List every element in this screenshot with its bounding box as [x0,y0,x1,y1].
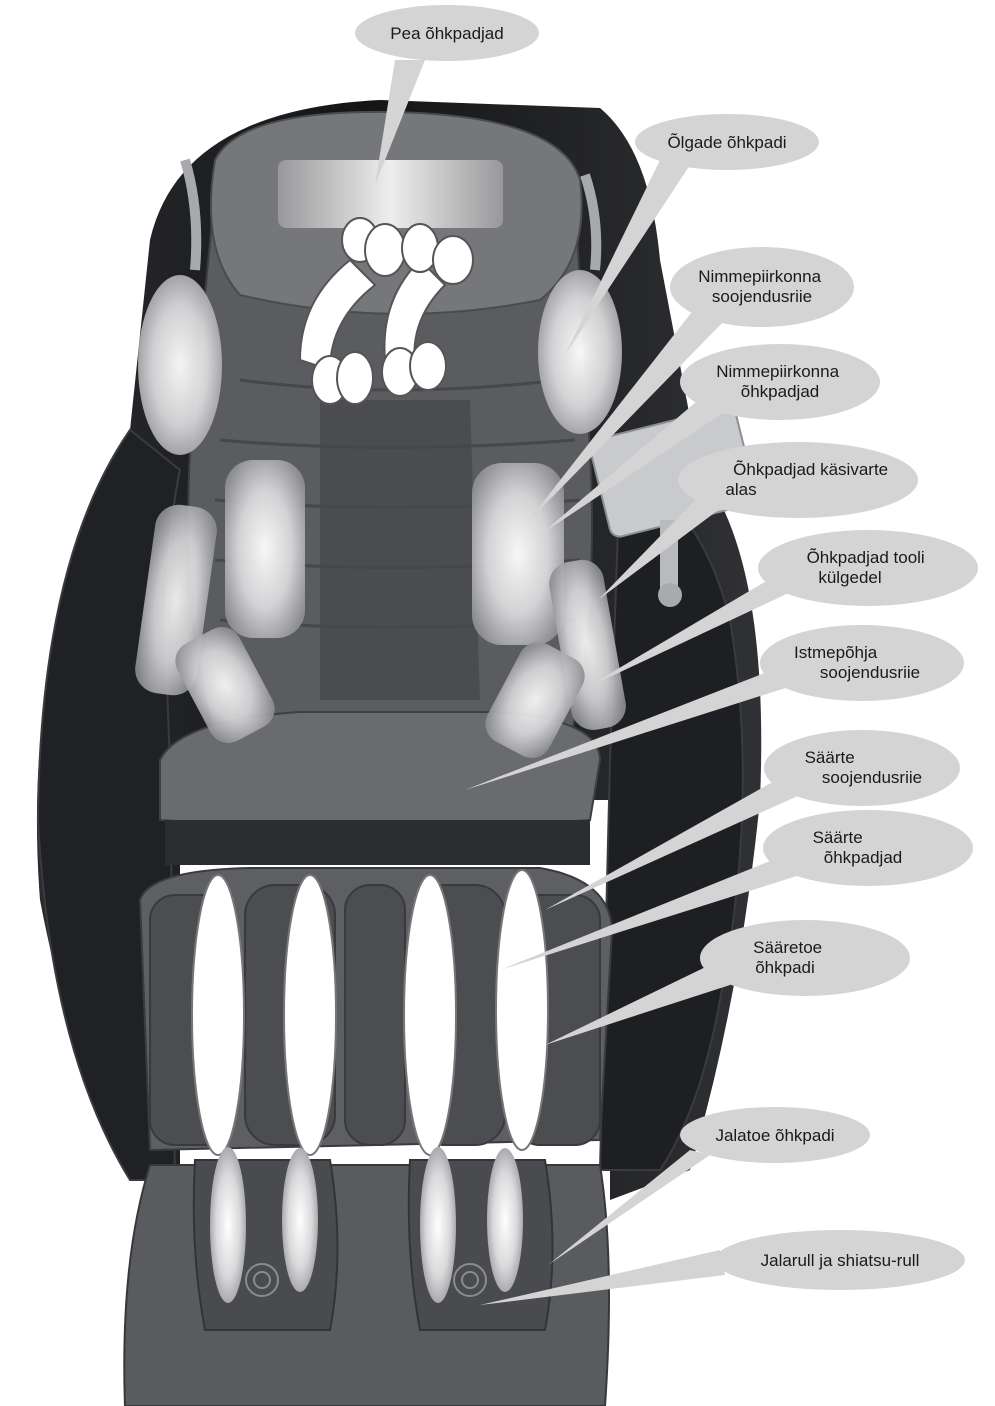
callout-arm-air-line-2: alas [725,480,756,499]
svg-text:Pea õhkpadjad: Pea õhkpadjad [390,24,503,43]
callout-lumbar-air-line-1: Nimmepiirkonna [716,362,839,381]
callout-lumbar-heat-line-2: soojendusriie [712,287,812,306]
callout-seat-heat-line-1: Istmepõhja [794,643,878,662]
callout-head-line-1: Pea õhkpadjad [390,24,503,43]
callout-arm-air [678,442,918,518]
callout-calf-air-line-1: Säärte [813,828,863,847]
callout-arm-air-line-1: Õhkpadjad käsivarte [733,460,888,479]
callout-shoulder-line-1: Õlgade õhkpadi [667,133,786,152]
svg-text:Nimmepiirkonna soojendus: Nimmepiirkonna soojendusriie [698,267,826,306]
foot-airbag-4 [487,1148,523,1292]
lumbar-airbag-right [472,463,564,645]
foot-airbag-1 [210,1147,246,1303]
callout-side-air-line-1: Õhkpadjad tooli [807,548,925,567]
shoulder-airbag-left [138,275,222,455]
callout-seat-heat-line-2: soojendusriie [820,663,920,682]
svg-text:Õlgade õhkpadi: Õlgade õhkpadi [667,133,786,152]
callout-calf-heat-line-1: Säärte [805,748,855,767]
callout-shin-air-line-1: Sääretoe [753,938,822,957]
callout-lumbar-heat-line-1: Nimmepiirkonna [698,267,821,286]
foot-airbag-2 [282,1148,318,1292]
calf-airbag-1 [192,875,244,1155]
callout-lumbar-air-line-2: õhkpadjad [741,382,819,401]
callout-foot-roller-line-1: Jalarull ja shiatsu-rull [761,1251,920,1270]
callout-side-air-line-2: külgedel [818,568,881,587]
calf-airbag-2 [284,875,336,1155]
svg-text:Jalarull ja shiatsu-rull: Jalarull ja shiatsu-rull [761,1251,920,1270]
calf-airbag-4 [496,870,548,1150]
foot-airbag-3 [420,1147,456,1303]
callout-shin-air-line-2: õhkpadi [755,958,815,977]
shoulder-airbag-right [538,270,622,434]
callout-calf-heat-line-2: soojendusriie [822,768,922,787]
lumbar-airbag-left [225,460,305,638]
svg-text:Jalatoe õhkpadi: Jalatoe õhkpadi [715,1126,834,1145]
calf-airbag-3 [404,875,456,1155]
callout-calf-air-line-2: õhkpadjad [824,848,902,867]
neck-heating-pad [278,160,503,228]
callout-foot-air-line-1: Jalatoe õhkpadi [715,1126,834,1145]
